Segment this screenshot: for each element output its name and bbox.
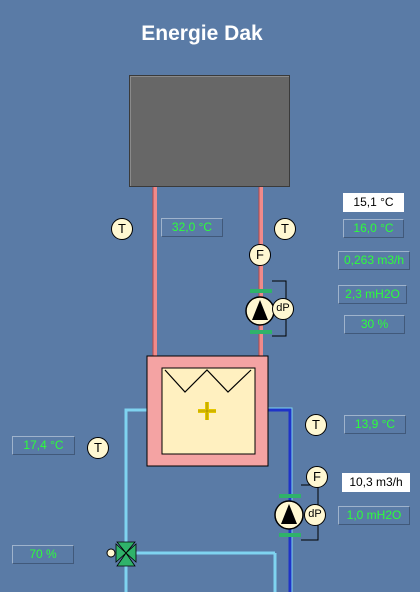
cold-supply-temperature-value: 13,9 °C xyxy=(344,415,406,434)
hot-pressure-value: 2,3 mH2O xyxy=(338,285,407,304)
roof-collector-panel xyxy=(129,75,290,187)
temperature-sensor-hot-return: T xyxy=(111,218,133,240)
pressure-sensor-cold: dP xyxy=(304,504,326,526)
cold-return-temperature-value: 17,4 °C xyxy=(12,436,75,455)
hot-pump-speed-value: 30 % xyxy=(344,315,405,334)
cold-flow-value: 10,3 m3/h xyxy=(342,473,410,492)
flow-sensor-hot: F xyxy=(249,244,271,266)
heat-exchanger xyxy=(146,355,269,467)
hot-flow-value: 0,263 m3/h xyxy=(338,251,410,270)
page-title: Energie Dak xyxy=(141,22,263,45)
hot-loop xyxy=(153,185,263,356)
cold-pressure-value: 1,0 mH2O xyxy=(338,506,410,525)
hot-supply-temperature-value: 16,0 °C xyxy=(343,219,404,238)
cold-loop-supply xyxy=(268,408,292,592)
pump-cold xyxy=(274,484,319,541)
temperature-sensor-cold-supply: T xyxy=(305,414,327,436)
flow-sensor-cold: F xyxy=(306,466,328,488)
temperature-sensor-cold-return: T xyxy=(87,437,109,459)
valve-position-value: 70 % xyxy=(12,545,74,564)
cold-loop-return xyxy=(112,408,277,592)
outdoor-temperature-value: 15,1 °C xyxy=(343,193,404,212)
temperature-sensor-hot-supply: T xyxy=(274,218,296,240)
hot-return-temperature-value: 32,0 °C xyxy=(161,218,223,237)
pressure-sensor-hot: dP xyxy=(272,298,294,320)
three-way-valve xyxy=(106,541,137,567)
